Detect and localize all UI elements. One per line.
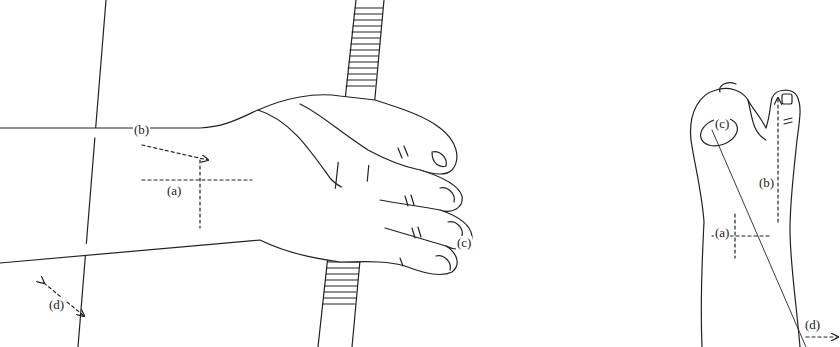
reference-line xyxy=(712,130,806,347)
callout-label: (a) xyxy=(166,184,182,198)
callout-label: (c) xyxy=(456,236,472,250)
axis-cross xyxy=(142,160,252,228)
gripping-hand xyxy=(0,95,472,275)
callout-label: (c) xyxy=(714,117,730,131)
motion-arrow xyxy=(44,283,84,316)
callout-label: (a) xyxy=(714,226,730,240)
callout-label: (d) xyxy=(804,318,821,332)
axis-cross xyxy=(712,214,770,258)
motion-arrow xyxy=(142,145,208,160)
callout-label: (b) xyxy=(133,123,150,137)
callout-label: (d) xyxy=(48,298,65,312)
club-shaft xyxy=(318,0,384,347)
motion-arrow xyxy=(806,336,838,337)
reference-line xyxy=(78,0,106,347)
callout-label: (b) xyxy=(758,176,775,190)
motion-arrow xyxy=(777,98,778,222)
raised-hand xyxy=(691,83,801,347)
